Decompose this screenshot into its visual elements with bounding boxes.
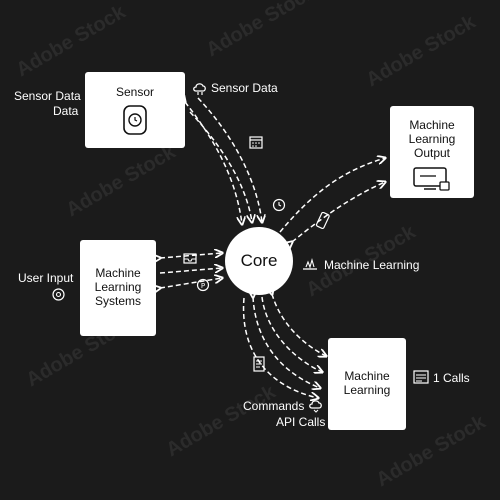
signal-spark-icon xyxy=(303,257,317,270)
machine-learning-label: Machine Learning xyxy=(324,258,420,272)
connector-sensor-core xyxy=(185,102,242,224)
sensor-data-label-left: Sensor Data xyxy=(14,89,81,103)
connector-core-output xyxy=(279,158,385,233)
inbox-tray-icon xyxy=(183,253,197,264)
svg-text:P: P xyxy=(201,282,205,290)
ml-output-box: Machine Learning Output xyxy=(390,106,474,198)
ml-output-title-line: Output xyxy=(413,146,451,160)
connector-core-ml xyxy=(253,297,320,388)
commands-label: Commands xyxy=(243,399,305,413)
api-calls-label: API Calls xyxy=(276,415,326,429)
sensor-box-title: Sensor xyxy=(115,85,155,99)
parking-pin-icon: P xyxy=(196,278,210,292)
smartphone-icon xyxy=(315,212,330,230)
cloud-command-icon xyxy=(309,400,322,413)
core-label: Core xyxy=(240,251,278,270)
connector-sensor-core xyxy=(189,111,252,222)
ml-systems-title-line: Learning xyxy=(94,280,142,294)
user-input-icon xyxy=(52,288,65,301)
user-input-label: User Input xyxy=(18,271,74,285)
core-node: Core xyxy=(225,227,293,295)
ml-systems-box: Machine Learning Systems xyxy=(80,240,156,336)
sensor-data-label-left-line2: Data xyxy=(53,104,79,118)
monitor-lock-icon xyxy=(413,167,450,191)
document-lines-icon xyxy=(253,356,265,372)
ml-box-title-line: Machine xyxy=(344,369,390,383)
ml-systems-title-line: Systems xyxy=(94,294,141,308)
connector-core-ml xyxy=(261,296,322,372)
ml-box-title-line: Learning xyxy=(343,383,391,397)
connector-sensor-core xyxy=(197,97,262,222)
calls-label: 1 Calls xyxy=(433,371,470,385)
connector-systems-core xyxy=(160,278,222,288)
connector-core-ml xyxy=(272,294,326,356)
clock-icon xyxy=(272,198,286,212)
ml-output-title-line: Machine xyxy=(409,118,455,132)
sensor-data-label-right: Sensor Data xyxy=(211,81,278,95)
connector-systems-core xyxy=(160,253,222,258)
cloud-data-icon xyxy=(193,83,206,95)
watch-sensor-icon xyxy=(123,105,147,135)
ml-output-title-line: Learning xyxy=(408,132,456,146)
calls-list-icon xyxy=(413,370,429,384)
sensor-box: Sensor xyxy=(85,72,185,148)
calendar-grid-icon xyxy=(249,136,263,149)
ml-box: Machine Learning xyxy=(328,338,406,430)
ml-systems-title-line: Machine xyxy=(95,266,141,280)
connector-systems-core xyxy=(159,268,222,274)
connector-core-output xyxy=(292,182,385,242)
